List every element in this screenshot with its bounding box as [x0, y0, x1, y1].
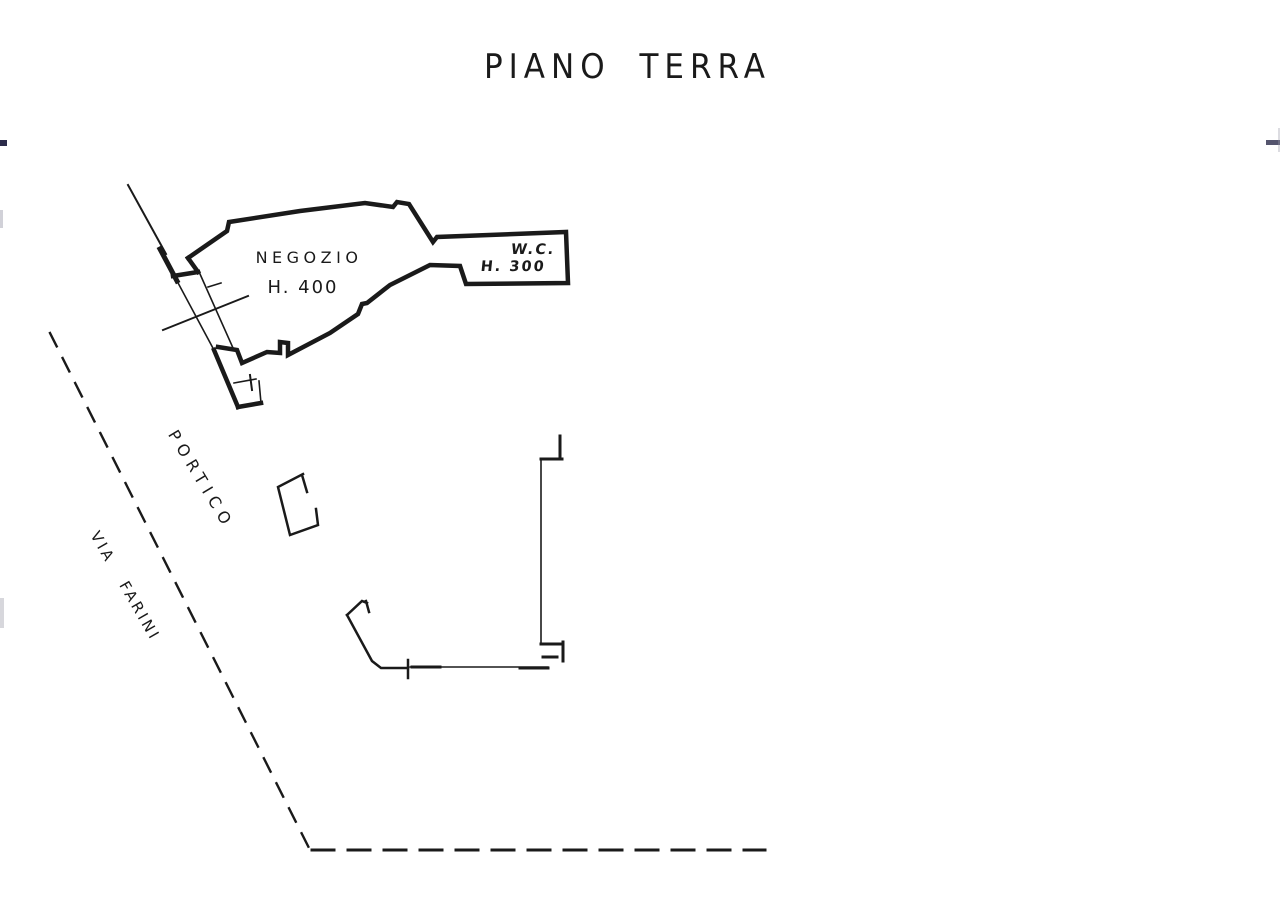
room-label-wc: W.C.: [509, 242, 557, 258]
portico-pillar: [276, 472, 320, 537]
storefront-opening: [126, 183, 250, 352]
annex-outline: [233, 373, 264, 410]
room-height-negozio: H. 400: [267, 277, 339, 298]
right-building-edge: [539, 434, 565, 663]
building-outline: [156, 199, 571, 410]
street-boundary: [48, 331, 767, 852]
page-title: PIANO TERRA: [483, 47, 772, 87]
room-label-negozio: NEGOZIO: [255, 248, 363, 267]
lower-building-edge: [345, 599, 550, 680]
room-height-wc: H. 300: [479, 259, 547, 275]
scan-edge-marks: [0, 128, 1280, 628]
